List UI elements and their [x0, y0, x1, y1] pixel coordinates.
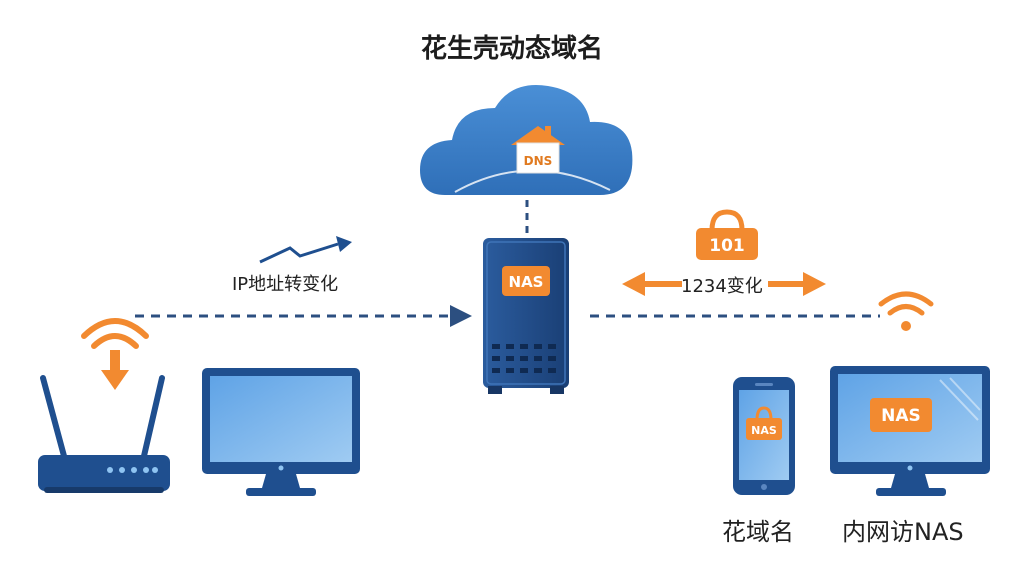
router-icon [38, 375, 170, 493]
lock-badge: 101 [709, 236, 745, 256]
remote-monitor-icon [830, 366, 990, 496]
remote-wifi-icon [878, 291, 934, 316]
wifi-dot-icon [901, 321, 911, 331]
nas-server-badge: NAS [509, 273, 544, 291]
cloud-dns-icon: DNS [420, 84, 633, 195]
right-link-label: 1234变化 [681, 276, 763, 297]
trend-arrow-icon [259, 236, 352, 264]
dns-badge: DNS [524, 154, 553, 168]
local-monitor-icon [202, 368, 360, 496]
down-arrow-icon [101, 350, 129, 390]
remote-monitor-caption: 内网访NAS [842, 518, 964, 546]
left-link-label: IP地址转变化 [232, 274, 339, 295]
phone-screen-badge: NAS [751, 424, 777, 437]
diagram-title: 花生壳动态域名 [420, 34, 603, 64]
monitor-screen-badge: NAS [881, 406, 921, 426]
phone-caption: 花域名 [722, 518, 794, 546]
phone-icon [733, 377, 795, 495]
house-icon [511, 126, 565, 174]
lock-icon [696, 209, 758, 260]
double-arrow-icon [622, 272, 826, 296]
nas-server-icon [483, 238, 569, 394]
router-wifi-icon [81, 318, 149, 349]
left-link-arrow [135, 305, 472, 327]
